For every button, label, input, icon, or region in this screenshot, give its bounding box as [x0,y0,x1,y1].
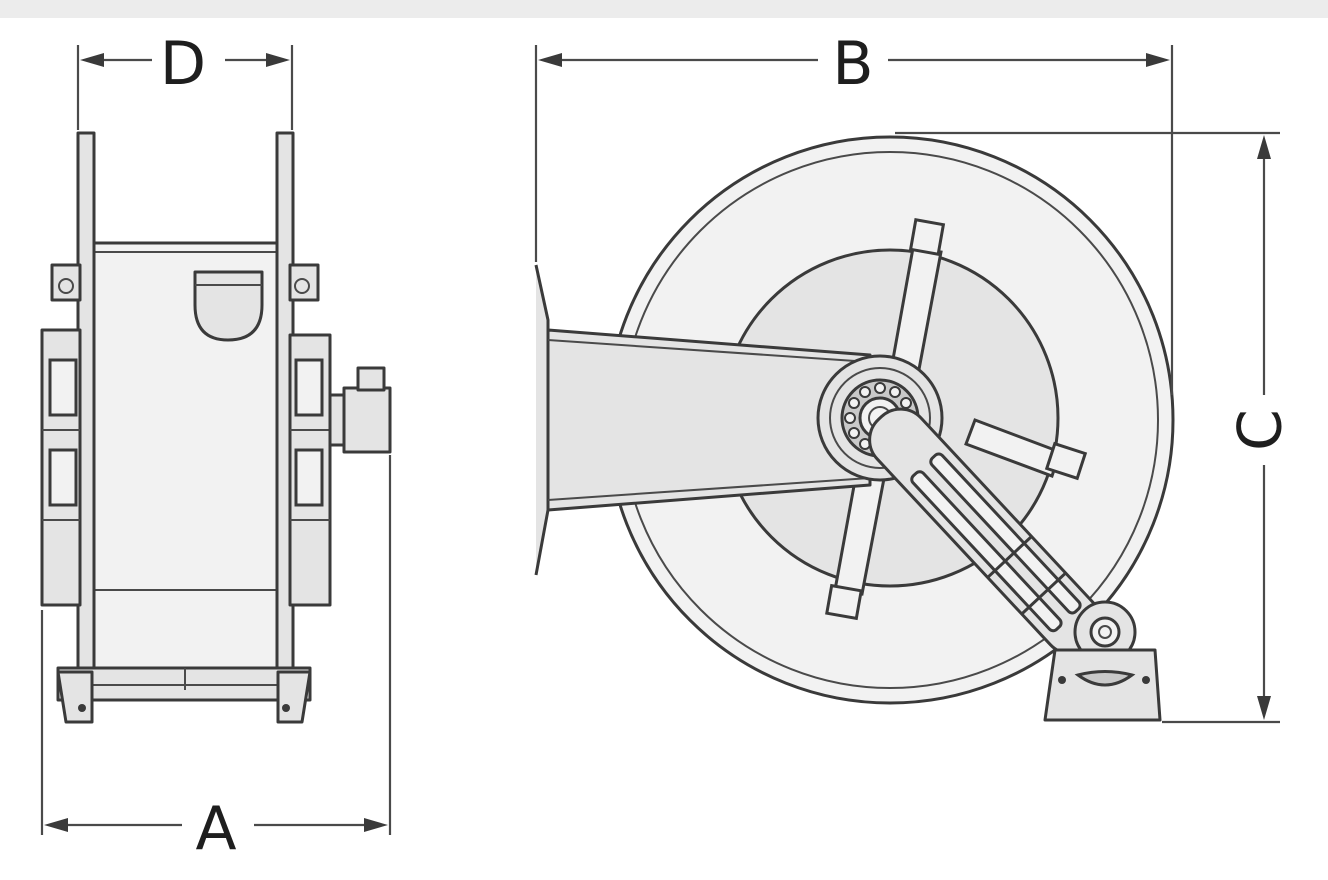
bearing-ball [848,397,860,409]
drum-spokes [825,218,1088,621]
bearing-ball [848,427,860,439]
dimension-a [40,455,392,835]
dimension-d [76,45,294,130]
bearing-ball [859,386,871,398]
side-view [40,131,392,724]
dimension-c [895,131,1280,724]
wall-plate-edge [534,264,550,576]
top-shade [0,0,1328,18]
right-foot [276,670,312,724]
right-bracket-ear-top [288,263,320,302]
dimension-a-label: A [195,794,236,864]
mount-arm [546,328,872,512]
left-foot [56,670,94,724]
swivel-collar [328,393,346,447]
bearing-ball [900,397,912,409]
front-view [534,135,1175,722]
bearing-ball [874,382,886,394]
swivel-body [342,386,392,454]
dimension-c-label: C [1226,409,1296,451]
left-bracket-ear-top [50,263,82,302]
swing-arm [868,407,1104,656]
dimension-b [534,45,1174,395]
dimension-b-label: B [832,29,873,99]
swivel-cap [356,366,386,392]
drum-inlet-shield [193,270,264,342]
bearing-ball [844,412,856,424]
bearing-ball [889,386,901,398]
dimension-d-label: D [160,29,206,99]
